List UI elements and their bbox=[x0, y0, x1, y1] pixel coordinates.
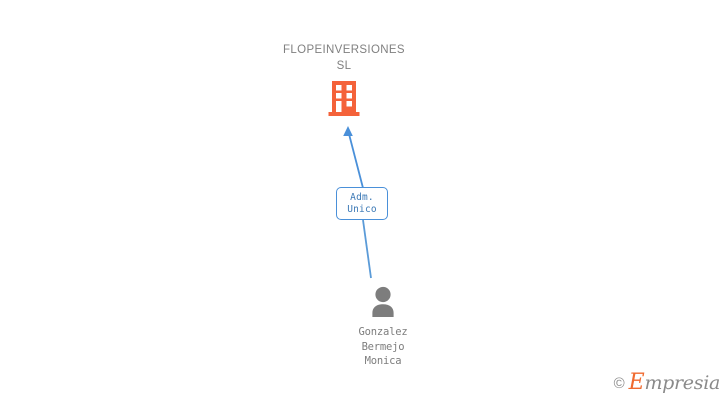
role-line-2: Unico bbox=[347, 203, 377, 215]
company-node[interactable]: FLOPEINVERSIONES SL bbox=[254, 42, 434, 120]
arrowhead-icon bbox=[343, 126, 353, 136]
company-icon-wrap bbox=[254, 80, 434, 120]
building-icon bbox=[328, 81, 360, 116]
role-label-box[interactable]: Adm. Unico bbox=[336, 187, 388, 220]
person-icon bbox=[372, 286, 394, 317]
person-node[interactable]: Gonzalez Bermejo Monica bbox=[318, 283, 448, 369]
brand-initial: E bbox=[628, 370, 645, 395]
role-line-1: Adm. bbox=[350, 191, 374, 203]
person-name-label: Gonzalez Bermejo Monica bbox=[358, 326, 408, 367]
connector-role-to-company bbox=[348, 133, 364, 189]
connector-person-to-role bbox=[362, 219, 372, 279]
copyright-icon: © bbox=[613, 374, 625, 392]
brand-rest: mpresia bbox=[644, 372, 720, 394]
brand-logo-text: Empresia bbox=[628, 370, 721, 395]
empresia-watermark[interactable]: © Empresia bbox=[613, 370, 721, 395]
company-name-label: FLOPEINVERSIONES SL bbox=[283, 44, 405, 72]
person-icon-wrap bbox=[318, 283, 448, 319]
